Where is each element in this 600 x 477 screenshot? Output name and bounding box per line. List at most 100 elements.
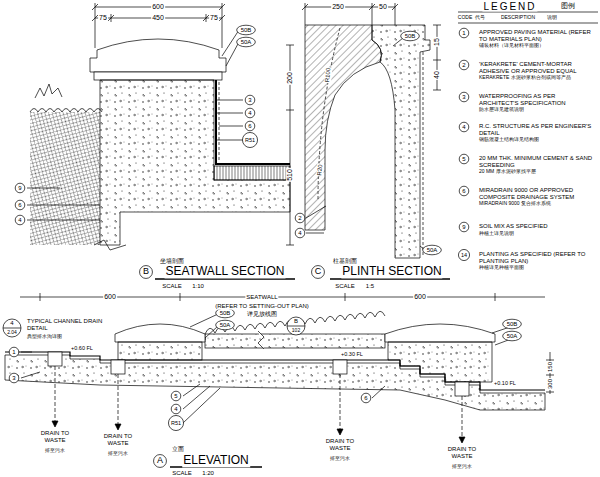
- seatwall-section: [216, 80, 290, 164]
- seatwall-section: [30, 112, 100, 245]
- label: +0.60 FL: [70, 345, 94, 351]
- callout-number: 3: [461, 94, 466, 101]
- seatwall-section: [27, 188, 100, 220]
- elevation: [333, 360, 347, 374]
- elevation: [258, 331, 264, 349]
- tag-outline: [237, 37, 256, 47]
- legend-text: 'KERAKRETE' CEMENT-MORTAR ADHESIVE OR AP…: [478, 61, 596, 74]
- callout-circle: [9, 347, 19, 357]
- callout-circle: [459, 122, 469, 132]
- dimension-text: 200: [286, 71, 294, 85]
- seatwall-section: [216, 30, 243, 140]
- seatwall-section: [100, 80, 290, 245]
- callout-circle: [154, 455, 167, 468]
- callout-number: 1: [11, 349, 16, 356]
- callout-number: 6: [17, 202, 22, 209]
- tag-outline: [503, 319, 522, 329]
- callout-circle: [15, 183, 25, 193]
- callout-circle: [459, 60, 469, 70]
- callout-number: 2: [461, 62, 466, 69]
- material-tag: 50B: [240, 27, 253, 34]
- legend-text: MIRADRAIN 9000 OR APPROVED COMPOSITE DRA…: [478, 187, 596, 200]
- material-tag: 50A: [426, 247, 439, 254]
- callout-number: 4: [297, 230, 302, 237]
- label: 50: [378, 3, 388, 11]
- legend-chinese: MIRADRAIN 9000 复合排水系统: [478, 201, 552, 207]
- seatwall-section: [94, 240, 126, 250]
- callout-circle: [245, 95, 255, 105]
- material-tag: 50B: [219, 310, 232, 317]
- legend-text: APPROVED PAVING MATERIAL (REFER TO MATER…: [478, 29, 596, 42]
- legend-chinese: 种植详见种植平面图: [478, 265, 525, 271]
- callout-circle: [171, 404, 181, 414]
- callout-number: 9: [461, 224, 466, 231]
- legend-chinese: 20 MM 厚水泥砂浆找平层: [478, 169, 537, 175]
- elevation: [287, 326, 305, 327]
- callout-circle: [459, 222, 469, 232]
- callout-circle: [140, 266, 153, 279]
- label: 排至污水: [107, 451, 129, 457]
- label: 1:20: [201, 470, 215, 477]
- material-tag: 50A: [240, 39, 253, 46]
- legend-text: WATERPROOFING AS PER ARCHITECT'S SPECIFI…: [478, 93, 596, 106]
- plinth-section: [302, 3, 398, 25]
- label: 坐墙剖面: [159, 258, 185, 265]
- material-tag: 50B: [404, 33, 417, 40]
- label: B: [293, 318, 299, 325]
- label: SCALE: [161, 283, 183, 290]
- elevation: [21, 314, 519, 423]
- legend-text: 20 MM THK. MINIMUM CEMENT & SAND SCREEDI…: [478, 155, 596, 168]
- seatwall-section: [286, 45, 294, 245]
- legend-chinese: 种植土详见说明: [478, 231, 515, 237]
- legend-chinese: KERAKRETE 水泥砂浆粘合剂或同等产品: [478, 75, 572, 81]
- seatwall-section: [35, 84, 62, 98]
- elevation: [3, 319, 21, 337]
- plinth-section: [306, 38, 425, 250]
- legend-frame: [458, 12, 598, 13]
- callout-circle: [245, 121, 255, 131]
- dimension-text: 15: [433, 37, 441, 47]
- callout-number: R51: [170, 420, 182, 426]
- callout-number: 4: [173, 406, 178, 413]
- tag-outline: [237, 25, 256, 35]
- elevation: [40, 293, 495, 301]
- legend-text: PLANTING AS SPECIFIED (REFER TO PLANTING…: [478, 251, 596, 264]
- plinth-section: [433, 25, 441, 90]
- callout-number: 6: [363, 395, 368, 402]
- label: 600: [151, 3, 165, 11]
- plinth-section: [305, 25, 381, 230]
- callout-circle: [459, 92, 469, 102]
- label: TYPICAL CHANNEL DRAIN DETAIL: [26, 318, 116, 331]
- label: 600: [413, 293, 427, 301]
- legend-frame: [458, 12, 598, 23]
- callout-circle: [9, 373, 19, 383]
- dimension-text: 510: [286, 168, 294, 182]
- elevation: [3, 293, 554, 467]
- plinth-section: [372, 25, 430, 258]
- label: CODE: [457, 15, 473, 21]
- callout-number: 6: [461, 188, 466, 195]
- callout-number: R51: [244, 137, 256, 143]
- seatwall-section: [27, 3, 295, 279]
- callout-number: 14: [460, 252, 468, 258]
- plinth-section: [423, 52, 424, 256]
- callout-circle: [459, 154, 469, 164]
- callout-circle: [295, 228, 305, 238]
- seatwall-section: [219, 82, 220, 162]
- elevation: [3, 328, 21, 329]
- legend-text: R.C. STRUCTURE AS PER ENGINEER'S DETAIL: [478, 123, 596, 136]
- label: 典型排水沟详图: [26, 334, 63, 340]
- label: DRAIN TO WASTE: [38, 430, 72, 443]
- label: SCALE: [171, 470, 193, 477]
- elevation: [5, 355, 545, 410]
- callout-number: 4: [17, 217, 22, 224]
- label: 详见放线图: [246, 311, 278, 317]
- callout-circle: [171, 391, 181, 401]
- elevation: [118, 342, 202, 360]
- elevation: [385, 324, 495, 342]
- elevation: [546, 360, 554, 392]
- callout-number: A: [156, 456, 164, 466]
- label: 2.04: [6, 330, 18, 336]
- seatwall-section: [30, 109, 102, 113]
- elevation: [55, 366, 462, 442]
